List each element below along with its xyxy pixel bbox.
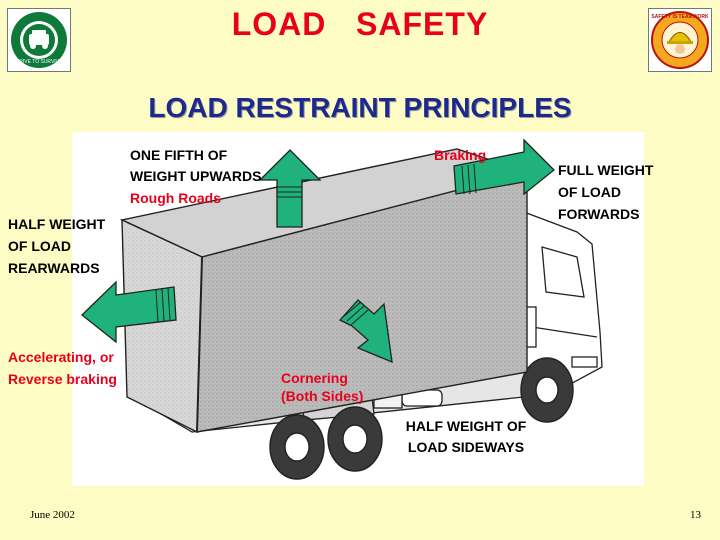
safety-is-teamwork-logo: SAFETY IS TEAMWORK xyxy=(648,8,712,72)
side-cause-line1: Cornering xyxy=(281,370,348,386)
side-label-line1: HALF WEIGHT OF xyxy=(405,418,527,434)
side-cause-line2: (Both Sides) xyxy=(281,388,364,404)
cargo-box xyxy=(119,148,530,434)
footer-date: June 2002 xyxy=(30,509,75,521)
sideways-force-arrow xyxy=(338,299,393,364)
rear-cause-line2: Reverse braking xyxy=(8,371,117,387)
truck-wheels xyxy=(269,357,574,480)
page-number: 13 xyxy=(690,509,701,521)
rear-cause-line1: Accelerating, or xyxy=(8,349,114,365)
forward-label-line2: OF LOAD xyxy=(558,184,621,200)
forward-label-line3: FORWARDS xyxy=(558,206,640,222)
slide-subtitle: LOAD RESTRAINT PRINCIPLES xyxy=(148,92,572,123)
svg-text:DRIVE TO SURVIVE: DRIVE TO SURVIVE xyxy=(16,59,63,65)
side-label-line2: LOAD SIDEWAYS xyxy=(407,439,525,455)
forward-force-arrow xyxy=(453,138,555,196)
rearward-force-arrow xyxy=(81,280,177,344)
rear-label-line1: HALF WEIGHT xyxy=(8,216,106,232)
drive-to-survive-logo: DRIVE TO SURVIVE xyxy=(7,8,71,72)
braking-label: Braking xyxy=(434,147,487,163)
upward-label-line1: ONE FIFTH OF xyxy=(130,147,228,163)
svg-text:SAFETY IS TEAMWORK: SAFETY IS TEAMWORK xyxy=(651,14,709,20)
upward-cause-label: Rough Roads xyxy=(130,190,221,206)
rear-label-line2: OF LOAD xyxy=(8,238,71,254)
forward-label-line1: FULL WEIGHT xyxy=(558,162,654,178)
upward-label-line2: WEIGHT UPWARDS xyxy=(130,168,262,184)
upward-force-arrow xyxy=(258,149,322,228)
rear-label-line3: REARWARDS xyxy=(8,260,100,276)
slide-title: LOAD SAFETY xyxy=(231,6,489,42)
truck-illustration xyxy=(72,132,644,486)
